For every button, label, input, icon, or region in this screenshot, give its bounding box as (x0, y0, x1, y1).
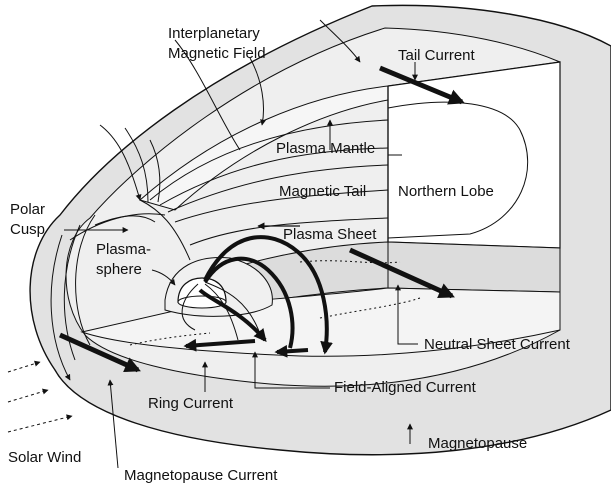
label-polar-cusp-1: Polar (10, 201, 45, 218)
label-plasma-mantle: Plasma Mantle (276, 140, 375, 157)
label-plasma-sheet: Plasma Sheet (283, 226, 377, 243)
label-magnetic-tail: Magnetic Tail (279, 183, 366, 200)
cross-section-face (387, 61, 561, 249)
ring-current-arrow (183, 338, 256, 352)
cusp-field-lines (69, 199, 191, 261)
label-polar-cusp-2: Cusp (10, 221, 45, 238)
label-field-aligned-current: Field-Aligned Current (334, 379, 477, 396)
label-imf-2: Magnetic Field (168, 45, 266, 62)
leader-lines (64, 62, 418, 469)
label-magnetopause: Magnetopause (428, 435, 527, 452)
label-tail-current: Tail Current (398, 47, 476, 64)
neutral-sheet-dashes (129, 260, 421, 346)
neutral-sheet-current-arrow (348, 247, 455, 299)
label-plasmasphere-2: sphere (96, 261, 142, 278)
label-plasmasphere-1: Plasma- (96, 241, 151, 258)
field-aligned-current-loops (198, 235, 333, 355)
imf-lines (99, 19, 361, 203)
label-magnetopause-current: Magnetopause Current (124, 467, 278, 484)
magnetopause-current-arrow (58, 332, 141, 373)
label-solar-wind: Solar Wind (8, 449, 81, 466)
label-northern-lobe: Northern Lobe (398, 183, 494, 200)
ring-current-arrow-2 (274, 344, 309, 358)
solar-wind-arrows (7, 360, 73, 433)
field-aligned-thin-loops (181, 281, 263, 341)
label-imf-1: Interplanetary (168, 25, 260, 42)
northern-lobe-outline (387, 101, 529, 239)
label-neutral-sheet-current: Neutral Sheet Current (424, 336, 571, 353)
tail-current-arrow (379, 65, 465, 105)
dayside-field-lines (50, 214, 96, 381)
label-ring-current: Ring Current (148, 395, 234, 412)
